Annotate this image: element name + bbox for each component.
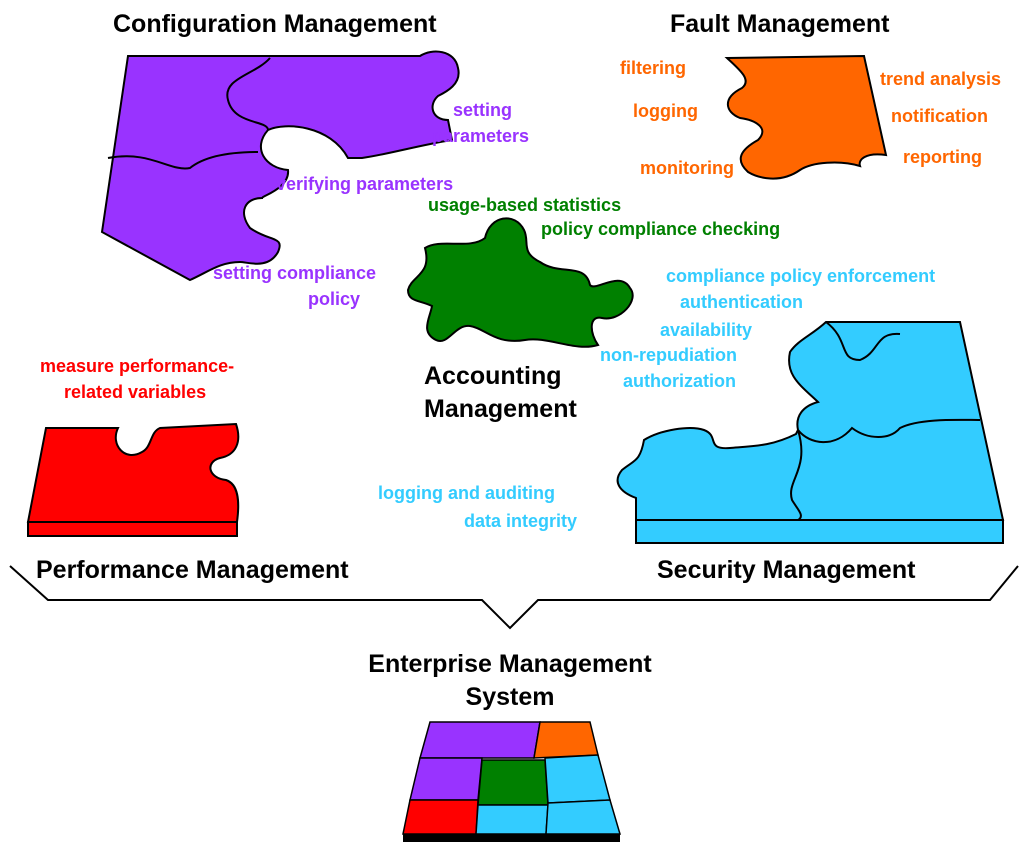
- performance-item: related variables: [64, 382, 207, 402]
- security-item: logging and auditing: [378, 483, 555, 503]
- fault-item: filtering: [620, 58, 686, 78]
- security-piece-edge: [635, 519, 1004, 544]
- configuration-seam-line: [226, 57, 271, 131]
- security-seam-line: [825, 321, 901, 362]
- fault-item: notification: [891, 106, 988, 126]
- mini-piece-performance: [402, 799, 479, 835]
- configuration-item: policy: [308, 289, 361, 309]
- configuration-item: setting: [453, 100, 513, 120]
- configuration-item: parameters: [432, 126, 530, 146]
- mini-piece-configuration: [419, 721, 541, 759]
- mini-piece-security: [544, 754, 611, 804]
- accounting-title-line2: Management: [424, 395, 577, 423]
- fault-item: monitoring: [640, 158, 734, 178]
- enterprise-title-line1: Enterprise Management: [368, 650, 652, 678]
- mini-piece-security: [475, 804, 549, 835]
- mini-piece-configuration: [409, 757, 483, 801]
- performance-piece-top: [26, 422, 240, 523]
- security-title: Security Management: [657, 556, 916, 584]
- configuration-puzzle-piece: [100, 50, 460, 282]
- security-seam-line: [790, 429, 803, 521]
- accounting-puzzle-piece: [406, 217, 634, 348]
- fault-piece-shape: [724, 54, 888, 180]
- mini-piece-security: [545, 799, 622, 835]
- enterprise-mini-puzzle: [402, 721, 622, 842]
- security-item: non-repudiation: [600, 345, 737, 365]
- fault-item: reporting: [903, 147, 982, 167]
- grouping-brace: [9, 565, 1019, 630]
- security-item: authorization: [623, 371, 736, 391]
- security-puzzle-piece: [616, 321, 1005, 544]
- security-item: compliance policy enforcement: [666, 266, 936, 286]
- fault-puzzle-piece: [724, 54, 888, 180]
- configuration-title: Configuration Management: [113, 10, 437, 38]
- fault-title: Fault Management: [670, 10, 890, 38]
- mini-piece-accounting: [477, 759, 549, 806]
- fault-item: logging: [633, 101, 698, 121]
- performance-item: measure performance-: [40, 356, 235, 376]
- performance-title: Performance Management: [36, 556, 349, 584]
- configuration-piece-shape: [100, 50, 460, 282]
- security-piece-top: [616, 321, 1005, 521]
- accounting-item: usage-based statistics: [428, 195, 622, 215]
- security-seam-line: [797, 418, 981, 444]
- security-item: availability: [660, 320, 753, 340]
- performance-puzzle-piece: [26, 422, 240, 537]
- accounting-piece-shape: [406, 217, 634, 348]
- accounting-item: policy compliance checking: [541, 219, 781, 239]
- mini-puzzle-base: [403, 834, 620, 842]
- security-item: data integrity: [464, 511, 578, 531]
- configuration-item: verifying parameters: [276, 174, 454, 194]
- performance-piece-edge: [27, 521, 238, 537]
- configuration-seam-line: [107, 151, 259, 170]
- accounting-title-line1: Accounting: [424, 362, 562, 390]
- fault-item: trend analysis: [880, 69, 1002, 89]
- configuration-item: setting compliance: [213, 263, 377, 283]
- enterprise-title-line2: System: [465, 683, 555, 711]
- security-item: authentication: [680, 292, 804, 312]
- mini-piece-fault: [533, 721, 599, 759]
